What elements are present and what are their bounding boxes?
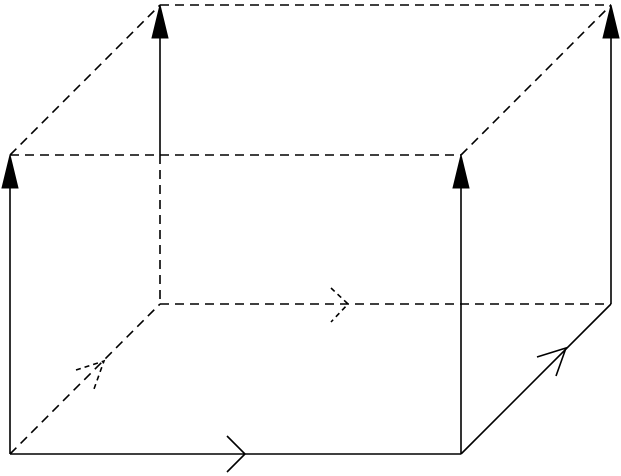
- arrowhead-back-left: [151, 4, 169, 39]
- edge-left-bottom-diagonal: [9, 303, 161, 455]
- edge-top-right-diagonal: [460, 4, 612, 156]
- edge-right-bottom-diagonal: [460, 303, 612, 455]
- arrowhead-front-right: [452, 154, 470, 189]
- chevron-right-bottom-diagonal: [536, 346, 568, 377]
- edge-top-left-diagonal: [9, 4, 161, 156]
- chevron-back-bottom: [330, 287, 350, 323]
- arrowhead-back-right: [602, 4, 620, 39]
- arrowhead-front-left: [1, 154, 19, 189]
- chevron-left-bottom-diagonal: [75, 359, 106, 390]
- chevron-front-bottom: [226, 435, 247, 473]
